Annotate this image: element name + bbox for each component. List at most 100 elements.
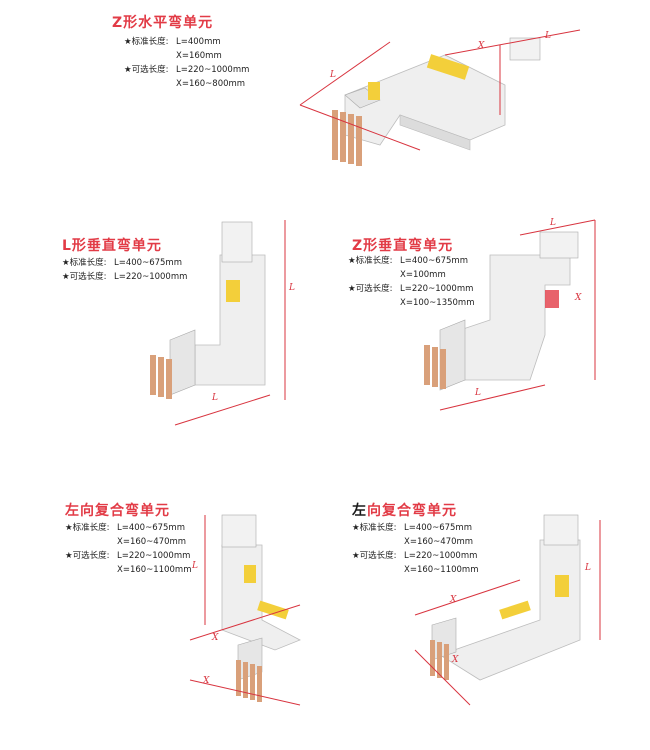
dimension-line-top xyxy=(444,29,581,56)
side-label xyxy=(226,280,240,302)
side-label xyxy=(555,575,569,597)
copper-conductors xyxy=(150,355,172,399)
top-connector xyxy=(221,514,257,548)
dimension-label-x2: X xyxy=(202,676,210,686)
unit-title: 左向复合弯单元 xyxy=(65,503,170,519)
side-label xyxy=(368,82,380,100)
spec-row-standard: ★标准长度: L=400~675mm xyxy=(352,521,478,535)
spec-row-standard: ★标准长度: L=400~675mm xyxy=(62,256,187,270)
busbar-housing xyxy=(439,539,581,681)
unit-title: Z形垂直弯单元 xyxy=(352,238,454,254)
dimension-line-l-top xyxy=(519,219,596,236)
dimension-label-l: L xyxy=(191,561,198,571)
spec-value: L=400~675mm xyxy=(117,523,185,533)
top-connector xyxy=(539,231,579,259)
unit-z-horizontal-specs: ★标准长度: L=400mm X=160mm ★可选长度: L=220~1000… xyxy=(124,35,249,91)
spec-value: X=160~1100mm xyxy=(117,565,192,575)
spec-value: L=400~675mm xyxy=(114,258,182,268)
spec-value: X=160~470mm xyxy=(404,537,474,547)
dimension-line-x xyxy=(414,579,521,616)
top-connector xyxy=(221,221,253,263)
dimension-label-l2: L xyxy=(211,393,218,403)
spec-value: X=160~1100mm xyxy=(404,565,479,575)
unit-l-vertical: L形垂直弯单元 xyxy=(62,235,162,255)
warning-label xyxy=(426,54,470,80)
unit-title: L形垂直弯单元 xyxy=(62,238,162,254)
spec-value: L=220~1000mm xyxy=(400,284,474,294)
spec-row-standard-x: X=160~470mm xyxy=(352,535,478,549)
spec-row-standard-x: X=100mm xyxy=(348,268,474,282)
unit-z-vertical-specs: ★标准长度: L=400~675mm X=100mm ★可选长度: L=220~… xyxy=(348,254,474,310)
top-connector xyxy=(543,514,579,546)
dimension-line-l xyxy=(299,41,391,106)
copper-conductors xyxy=(424,345,446,389)
dimension-label-l: L xyxy=(549,218,556,228)
side-label xyxy=(545,290,559,308)
unit-left-compound-2-specs: ★标准长度: L=400~675mm X=160~470mm ★可选长度: L=… xyxy=(352,521,478,577)
unit-left-compound-specs: ★标准长度: L=400~675mm X=160~470mm ★可选长度: L=… xyxy=(65,521,191,577)
dimension-label-l2: L xyxy=(544,31,551,41)
dimension-label-l: L xyxy=(584,563,591,573)
dimension-label-x: X xyxy=(211,633,219,643)
copper-conductors xyxy=(430,640,449,680)
spec-value: X=160mm xyxy=(176,51,222,61)
spec-label: ★可选长度: xyxy=(352,551,397,561)
side-label xyxy=(244,565,256,583)
spec-label: ★标准长度: xyxy=(65,523,110,533)
spec-label: ★可选长度: xyxy=(348,284,393,294)
unit-z-horizontal: Z形水平弯单元 xyxy=(112,12,213,32)
spec-label: ★可选长度: xyxy=(65,551,110,561)
spec-row-standard-x: X=160~470mm xyxy=(65,535,191,549)
spec-row-optional-x: X=160~1100mm xyxy=(352,563,478,577)
dimension-label-x: X xyxy=(477,41,485,51)
spec-row-optional: ★可选长度: L=220~1000mm xyxy=(348,282,474,296)
unit-z-vertical: Z形垂直弯单元 xyxy=(352,235,453,255)
spec-value: L=220~1000mm xyxy=(117,551,191,561)
dimension-label-l: L xyxy=(329,70,336,80)
spec-value: L=220~1000mm xyxy=(176,65,250,75)
spec-value: L=400~675mm xyxy=(404,523,472,533)
busbar-side xyxy=(399,114,471,151)
spec-label: ★标准长度: xyxy=(124,37,169,47)
spec-row-optional-x: X=160~1100mm xyxy=(65,563,191,577)
spec-label: ★可选长度: xyxy=(124,65,169,75)
unit-left-compound-2: 左向复合弯单元 xyxy=(352,500,457,520)
spec-label: ★标准长度: xyxy=(352,523,397,533)
unit-title: 左向复合弯单元 xyxy=(352,500,457,520)
dimension-line-x-bottom xyxy=(414,649,471,706)
spec-value: X=160~800mm xyxy=(176,79,246,89)
spec-row-optional: ★可选长度: L=220~1000mm xyxy=(62,270,187,284)
unit-title: Z形水平弯单元 xyxy=(112,15,214,31)
warning-label xyxy=(257,600,289,620)
spec-row-standard: ★标准长度: L=400~675mm xyxy=(348,254,474,268)
copper-conductors xyxy=(332,110,362,166)
unit-l-vertical-specs: ★标准长度: L=400~675mm ★可选长度: L=220~1000mm xyxy=(62,256,187,284)
unit-left-compound: 左向复合弯单元 xyxy=(65,500,170,520)
spec-row-optional-x: X=160~800mm xyxy=(124,77,249,91)
spec-row-optional: ★可选长度: L=220~1000mm xyxy=(65,549,191,563)
spec-row-standard: ★标准长度: L=400~675mm xyxy=(65,521,191,535)
end-connector xyxy=(509,37,541,61)
spec-label: ★标准长度: xyxy=(62,258,107,268)
copper-conductors xyxy=(236,660,262,702)
dimension-line-x-top xyxy=(189,604,301,641)
spec-row-optional: ★可选长度: L=220~1000mm xyxy=(352,549,478,563)
spec-value: X=100~1350mm xyxy=(400,298,475,308)
spec-value: L=400mm xyxy=(176,37,221,47)
spec-row-optional: ★可选长度: L=220~1000mm xyxy=(124,63,249,77)
spec-value: X=100mm xyxy=(400,270,446,280)
title-first-char: 左 xyxy=(352,503,367,519)
dimension-line-l-bottom xyxy=(439,384,546,411)
warning-label xyxy=(499,600,531,620)
spec-label: ★标准长度: xyxy=(348,256,393,266)
spec-value: L=400~675mm xyxy=(400,256,468,266)
dimension-line-x xyxy=(299,104,421,151)
spec-label: ★可选长度: xyxy=(62,272,107,282)
spec-value: L=220~1000mm xyxy=(404,551,478,561)
dimension-line-x-bottom xyxy=(189,679,301,706)
dimension-label-x: X xyxy=(574,293,582,303)
